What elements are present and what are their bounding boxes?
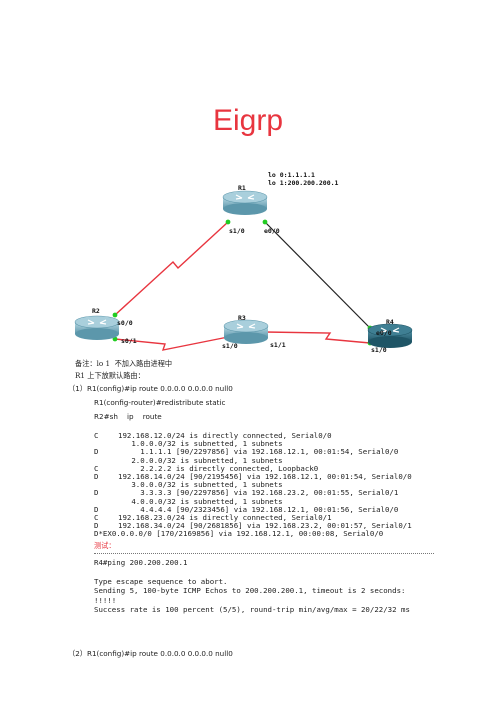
router-r2[interactable] — [74, 315, 120, 340]
test-label: 测试： — [94, 541, 116, 550]
port-dot — [262, 219, 268, 225]
router-label-r3: R3 — [238, 314, 246, 322]
interface-label-r3-s0: s1/0 — [222, 342, 238, 350]
router-r4[interactable] — [367, 323, 413, 348]
table-row: D 4.4.4.4 [90/2323456] via 192.168.12.1,… — [94, 504, 399, 514]
router-label-r2: R2 — [92, 307, 100, 315]
table-row: 4.0.0.0/32 is subnetted, 1 subnets — [118, 496, 283, 506]
router-r1[interactable] — [222, 190, 268, 215]
console-line — [94, 567, 410, 576]
router-arrows-icon — [236, 323, 256, 329]
table-row: 2.0.0.0/32 is subnetted, 1 subnets — [118, 455, 283, 465]
loopback-label-1: lo 1:200.200.200.1 — [268, 179, 339, 187]
serial-link-r3-r4 — [264, 331, 371, 344]
step-1-command: （1）R1(config)#ip route 0.0.0.0 0.0.0.0 n… — [68, 384, 233, 393]
table-row: C 2.2.2.2 is directly connected, Loopbac… — [94, 463, 319, 473]
interface-label-r2-s0: s0/0 — [117, 319, 133, 327]
note-default-route: R1 上下放默认路由： — [75, 371, 145, 380]
step-2-command: （2）R1(config)#ip route 0.0.0.0 0.0.0.0 n… — [68, 649, 233, 658]
port-dot — [112, 312, 118, 318]
interface-label-r4-s: s1/0 — [371, 346, 387, 354]
table-row: D 3.3.3.3 [90/2297856] via 192.168.23.2,… — [94, 488, 399, 498]
router-label-r1: R1 — [238, 184, 246, 192]
serial-link-r2-r3 — [114, 336, 229, 351]
table-row: 3.0.0.0/32 is subnetted, 1 subnets — [118, 480, 283, 490]
divider — [94, 553, 434, 556]
console-line: Type escape sequence to abort. — [94, 576, 228, 586]
router-arrows-icon — [235, 194, 255, 200]
router-arrows-icon — [380, 327, 400, 333]
ethernet-link-r1-r4 — [264, 221, 371, 329]
interface-label-r1-e: e0/0 — [264, 227, 280, 235]
console-line: R4#ping 200.200.200.1 — [94, 558, 188, 567]
note-loopback: 备注：lo 1 不加入路由进程中 — [75, 359, 173, 368]
show-ip-route-command: R2#sh ip route — [94, 412, 162, 421]
ping-output: R4#ping 200.200.200.1 Type escape sequen… — [94, 558, 410, 614]
interface-label-r2-s1: s0/1 — [121, 337, 137, 345]
table-row: 1.0.0.0/32 is subnetted, 1 subnets — [118, 439, 283, 449]
redistribute-command: R1(config-router)#redistribute static — [94, 398, 226, 407]
table-row: D*EX0.0.0.0/0 [170/2169856] via 192.168.… — [94, 529, 384, 539]
network-topology-diagram: lo 0:1.1.1.1 lo 1:200.200.200.1 R1 R2 R3… — [74, 171, 413, 354]
loopback-label-0: lo 0:1.1.1.1 — [268, 171, 315, 179]
serial-link-r1-r2 — [114, 221, 229, 316]
interface-label-r3-s1: s1/1 — [270, 341, 286, 349]
router-label-r4: R4 — [386, 318, 394, 326]
table-row: D 1.1.1.1 [90/2297856] via 192.168.12.1,… — [94, 447, 399, 457]
router-arrows-icon — [87, 319, 107, 325]
router-r3[interactable] — [223, 319, 269, 344]
interface-label-r4-e: e0/0 — [376, 329, 392, 337]
port-dot — [225, 219, 231, 225]
interface-label-r1-s: s1/0 — [229, 227, 245, 235]
console-line: Success rate is 100 percent (5/5), round… — [94, 604, 410, 614]
page-title: Eigrp — [212, 104, 284, 137]
console-line: !!!!! — [94, 595, 117, 605]
console-line: Sending 5, 100-byte ICMP Echos to 200.20… — [94, 586, 406, 596]
